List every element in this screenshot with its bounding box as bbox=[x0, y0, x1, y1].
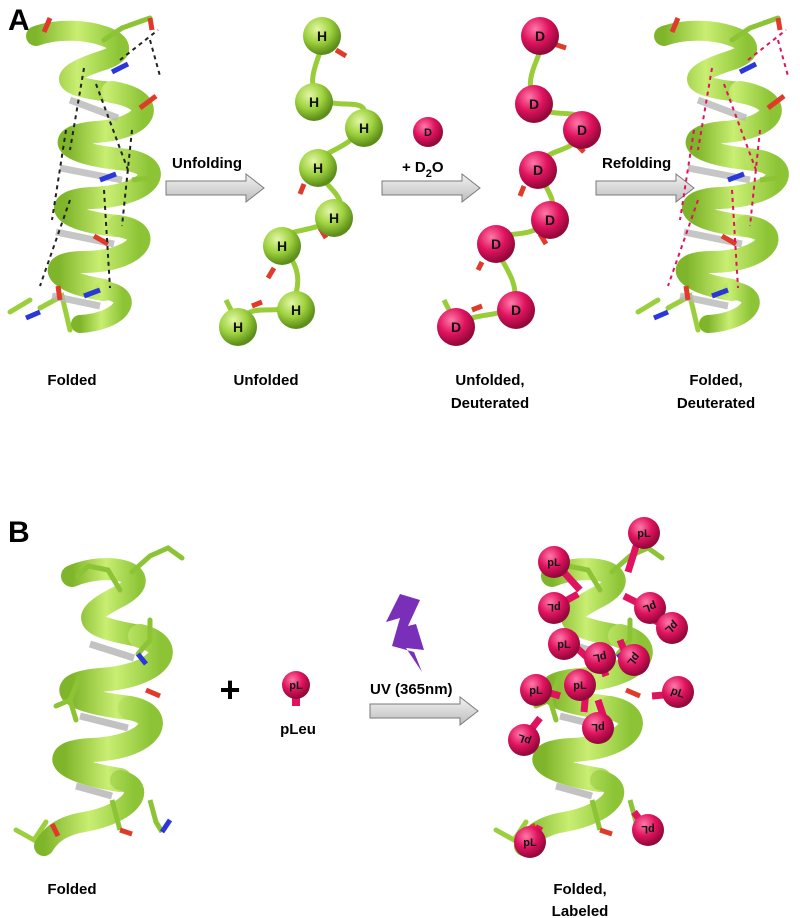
caption-labeled-1: Folded, bbox=[553, 881, 606, 898]
uv-label: UV (365nm) bbox=[370, 681, 453, 698]
pleu-reagent-icon: pL bbox=[282, 671, 310, 706]
plus-sign: + bbox=[219, 669, 240, 710]
h-ball: H bbox=[299, 149, 337, 187]
h-ball: H bbox=[263, 227, 301, 265]
pl-ball: pL bbox=[508, 724, 540, 756]
svg-text:pL: pL bbox=[516, 731, 533, 747]
svg-text:pL: pL bbox=[637, 528, 651, 540]
svg-text:pL: pL bbox=[529, 685, 543, 697]
caption-unfolded: Unfolded bbox=[234, 372, 299, 389]
svg-text:pL: pL bbox=[523, 837, 537, 849]
pl-ball: pL bbox=[584, 642, 616, 674]
d-ball: D bbox=[515, 85, 553, 123]
pl-ball: pL bbox=[538, 592, 570, 624]
svg-text:pL: pL bbox=[669, 685, 686, 701]
svg-text:H: H bbox=[313, 160, 323, 176]
svg-text:pL: pL bbox=[547, 601, 561, 613]
d-ball: D bbox=[531, 201, 569, 239]
d-ball: D bbox=[437, 308, 475, 346]
svg-text:pL: pL bbox=[592, 650, 608, 664]
pl-ball: pL bbox=[628, 517, 660, 549]
pl-ball: pL bbox=[548, 628, 580, 660]
svg-text:pL: pL bbox=[547, 557, 561, 569]
svg-text:D: D bbox=[529, 96, 539, 112]
unfolding-arrow bbox=[165, 172, 265, 204]
caption-folded-deuterated-1: Folded, bbox=[689, 372, 742, 389]
labeled-helix: pL pL pL pL pL pL pL pL pL pL pL pL pL p… bbox=[496, 517, 694, 858]
d-ball: D bbox=[497, 291, 535, 329]
pl-ball: pL bbox=[634, 592, 666, 624]
pl-ball: pL bbox=[618, 644, 650, 676]
h-ball: H bbox=[345, 109, 383, 147]
d-ball: D bbox=[519, 151, 557, 189]
svg-text:H: H bbox=[329, 210, 339, 226]
svg-text:pL: pL bbox=[573, 680, 587, 692]
refolding-arrow bbox=[595, 172, 695, 204]
panel-b-label: B bbox=[8, 516, 30, 549]
svg-text:H: H bbox=[359, 120, 369, 136]
pl-ball: pL bbox=[656, 612, 688, 644]
pl-ball: pL bbox=[564, 669, 596, 701]
d-ball: D bbox=[477, 225, 515, 263]
arrow-label-d2o: + D2O bbox=[402, 159, 444, 180]
caption-labeled-2: Labeled bbox=[552, 903, 609, 918]
svg-text:H: H bbox=[291, 302, 301, 318]
uv-arrow bbox=[369, 695, 479, 727]
caption-unfolded-deuterated-1: Unfolded, bbox=[455, 372, 524, 389]
arrow-label-refolding: Refolding bbox=[602, 155, 671, 172]
arrow-label-unfolding: Unfolding bbox=[172, 155, 242, 172]
lightning-icon bbox=[386, 594, 424, 672]
pl-ball: pL bbox=[520, 674, 552, 706]
pl-ball: pL bbox=[538, 546, 570, 578]
svg-text:D: D bbox=[511, 302, 521, 318]
d2o-arrow bbox=[381, 172, 481, 204]
svg-text:pL: pL bbox=[591, 721, 605, 733]
svg-text:D: D bbox=[577, 122, 587, 138]
caption-folded-a: Folded bbox=[47, 372, 96, 389]
svg-text:pL: pL bbox=[641, 599, 658, 615]
h-ball: H bbox=[303, 17, 341, 55]
svg-text:D: D bbox=[545, 212, 555, 228]
d2o-ball: D bbox=[413, 117, 443, 147]
pl-ball: pL bbox=[662, 676, 694, 708]
folded-deuterated-helix bbox=[638, 18, 788, 330]
reagent-name: pLeu bbox=[280, 721, 316, 738]
d-ball: D bbox=[521, 17, 559, 55]
pl-ball: pL bbox=[582, 712, 614, 744]
svg-text:pL: pL bbox=[641, 823, 655, 835]
h-ball: H bbox=[277, 291, 315, 329]
folded-helix-b bbox=[16, 548, 182, 846]
svg-text:D: D bbox=[424, 127, 432, 139]
panel-a-label: A bbox=[8, 4, 30, 37]
caption-folded-deuterated-2: Deuterated bbox=[677, 395, 755, 412]
svg-text:D: D bbox=[533, 162, 543, 178]
caption-folded-b: Folded bbox=[47, 881, 96, 898]
svg-text:H: H bbox=[317, 28, 327, 44]
d-ball: D bbox=[563, 111, 601, 149]
svg-text:H: H bbox=[233, 319, 243, 335]
h-ball: H bbox=[219, 308, 257, 346]
svg-text:D: D bbox=[535, 28, 545, 44]
caption-unfolded-deuterated-2: Deuterated bbox=[451, 395, 529, 412]
svg-text:pL: pL bbox=[557, 639, 571, 651]
folded-helix bbox=[10, 18, 160, 330]
svg-text:H: H bbox=[277, 238, 287, 254]
pl-ball: pL bbox=[632, 814, 664, 846]
svg-text:pL: pL bbox=[289, 680, 303, 692]
svg-text:D: D bbox=[451, 319, 461, 335]
svg-text:D: D bbox=[491, 236, 501, 252]
pl-ball: pL bbox=[514, 826, 546, 858]
h-ball: H bbox=[295, 83, 333, 121]
svg-text:H: H bbox=[309, 94, 319, 110]
h-ball: H bbox=[315, 199, 353, 237]
